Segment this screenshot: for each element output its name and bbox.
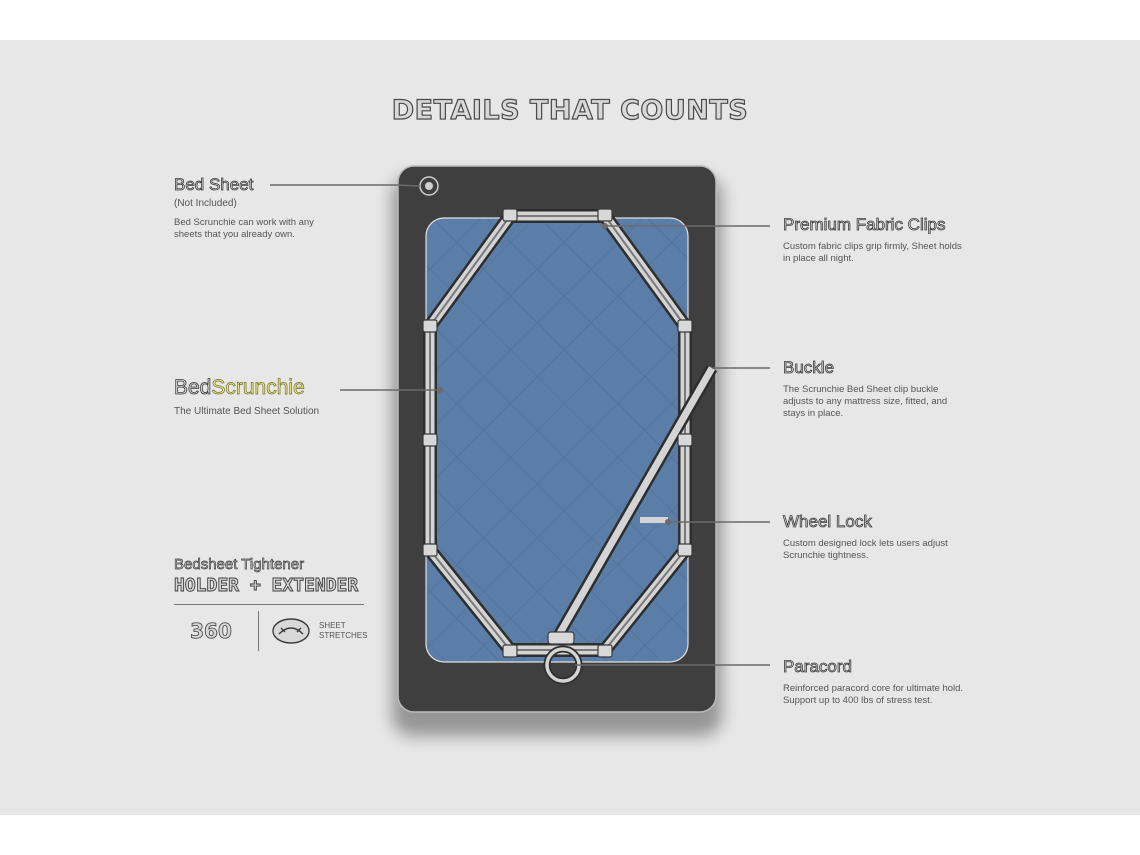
holder-badges: 360 SHEET STRETCHES bbox=[174, 611, 379, 651]
holder-divider bbox=[174, 604, 364, 605]
holder-line2: HOLDER + EXTENDER bbox=[174, 575, 359, 597]
paracord-title: Paracord bbox=[783, 657, 853, 677]
leader-lines bbox=[270, 184, 770, 666]
bed-sheet-desc: Bed Scrunchie can work with any sheets t… bbox=[174, 217, 314, 240]
clips-title: Premium Fabric Clips bbox=[783, 215, 946, 235]
badge-separator bbox=[258, 611, 259, 651]
label-holder-extender: Bedsheet Tightener HOLDER + EXTENDER 360… bbox=[174, 556, 379, 651]
label-bed-scrunchie: BedScrunchie The Ultimate Bed Sheet Solu… bbox=[174, 376, 319, 417]
bed-sheet-subtitle: (Not Included) bbox=[174, 198, 237, 209]
buckle-desc: The Scrunchie Bed Sheet clip buckle adju… bbox=[783, 384, 948, 419]
buckle-title: Buckle bbox=[783, 358, 835, 378]
bed-sheet-marker-dot bbox=[425, 182, 433, 190]
badge-360: 360 bbox=[190, 619, 233, 644]
label-premium-fabric-clips: Premium Fabric Clips Custom fabric clips… bbox=[783, 215, 963, 265]
label-bed-sheet: Bed Sheet (Not Included) Bed Scrunchie c… bbox=[174, 175, 334, 241]
wheel-lock-desc: Custom designed lock lets users adjust S… bbox=[783, 538, 948, 561]
badge-stretch-text: SHEET STRETCHES bbox=[319, 621, 368, 640]
label-paracord: Paracord Reinforced paracord core for ul… bbox=[783, 657, 998, 707]
stretch-icon bbox=[272, 618, 310, 644]
page-title: DETAILS THAT COUNTS bbox=[391, 94, 749, 126]
bed-scrunchie-title: BedScrunchie bbox=[174, 376, 319, 400]
bed-scrunchie-tagline: The Ultimate Bed Sheet Solution bbox=[174, 406, 320, 417]
clips-desc: Custom fabric clips grip firmly, Sheet h… bbox=[783, 241, 962, 264]
wheel-lock-title: Wheel Lock bbox=[783, 512, 873, 532]
bed-scrunchie-title-accent: Scrunchie bbox=[211, 376, 305, 400]
fabric-clips bbox=[422, 208, 693, 658]
bed-sheet-title: Bed Sheet bbox=[174, 175, 254, 195]
leader-dots bbox=[437, 223, 671, 525]
paracord-desc: Reinforced paracord core for ultimate ho… bbox=[783, 683, 964, 706]
bed-scrunchie-title-prefix: Bed bbox=[174, 376, 212, 400]
label-buckle: Buckle The Scrunchie Bed Sheet clip buck… bbox=[783, 358, 968, 420]
holder-line1: Bedsheet Tightener bbox=[174, 556, 305, 574]
label-wheel-lock: Wheel Lock Custom designed lock lets use… bbox=[783, 512, 968, 562]
